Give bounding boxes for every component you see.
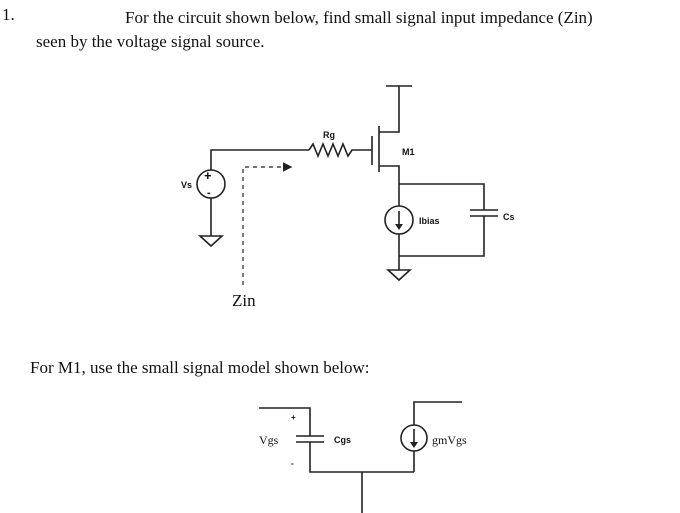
rg-label: Rg (323, 130, 335, 140)
question-text-line1: For the circuit shown below, find small … (125, 8, 593, 27)
question-text-line2: seen by the voltage signal source. (36, 32, 265, 51)
question-number: 1. (2, 5, 15, 24)
m1-label: M1 (402, 147, 415, 157)
gm-vgs-label: gmVgs (432, 433, 467, 447)
vs-minus-sign: - (207, 187, 211, 199)
ground-symbol-source (197, 235, 225, 248)
vs-plus-sign: + (204, 168, 212, 183)
source-node-wire (399, 183, 485, 210)
cgs-label: Cgs (334, 435, 351, 445)
input-wire (210, 149, 309, 170)
ground-symbol-ibias (385, 269, 413, 282)
vgs-minus: - (291, 459, 294, 468)
vgs-label: Vgs (259, 433, 279, 447)
zin-label: Zin (232, 291, 256, 310)
cs-bottom-wire (399, 216, 485, 257)
cs-label: Cs (503, 212, 515, 222)
voltage-source-vs: + - Vs (181, 168, 226, 199)
ibias-label: Ibias (419, 216, 440, 226)
transistor-m1: M1 (371, 85, 415, 206)
small-signal-model: Cgs + - Vgs gmVgs (259, 401, 467, 513)
vs-label: Vs (181, 180, 192, 190)
zin-arrow (242, 162, 293, 285)
model-heading: For M1, use the small signal model shown… (30, 358, 370, 377)
vgs-plus: + (291, 413, 296, 422)
current-source-ibias: Ibias (384, 205, 440, 235)
resistor-rg (308, 141, 372, 159)
capacitor-cs: Cs (470, 209, 515, 222)
